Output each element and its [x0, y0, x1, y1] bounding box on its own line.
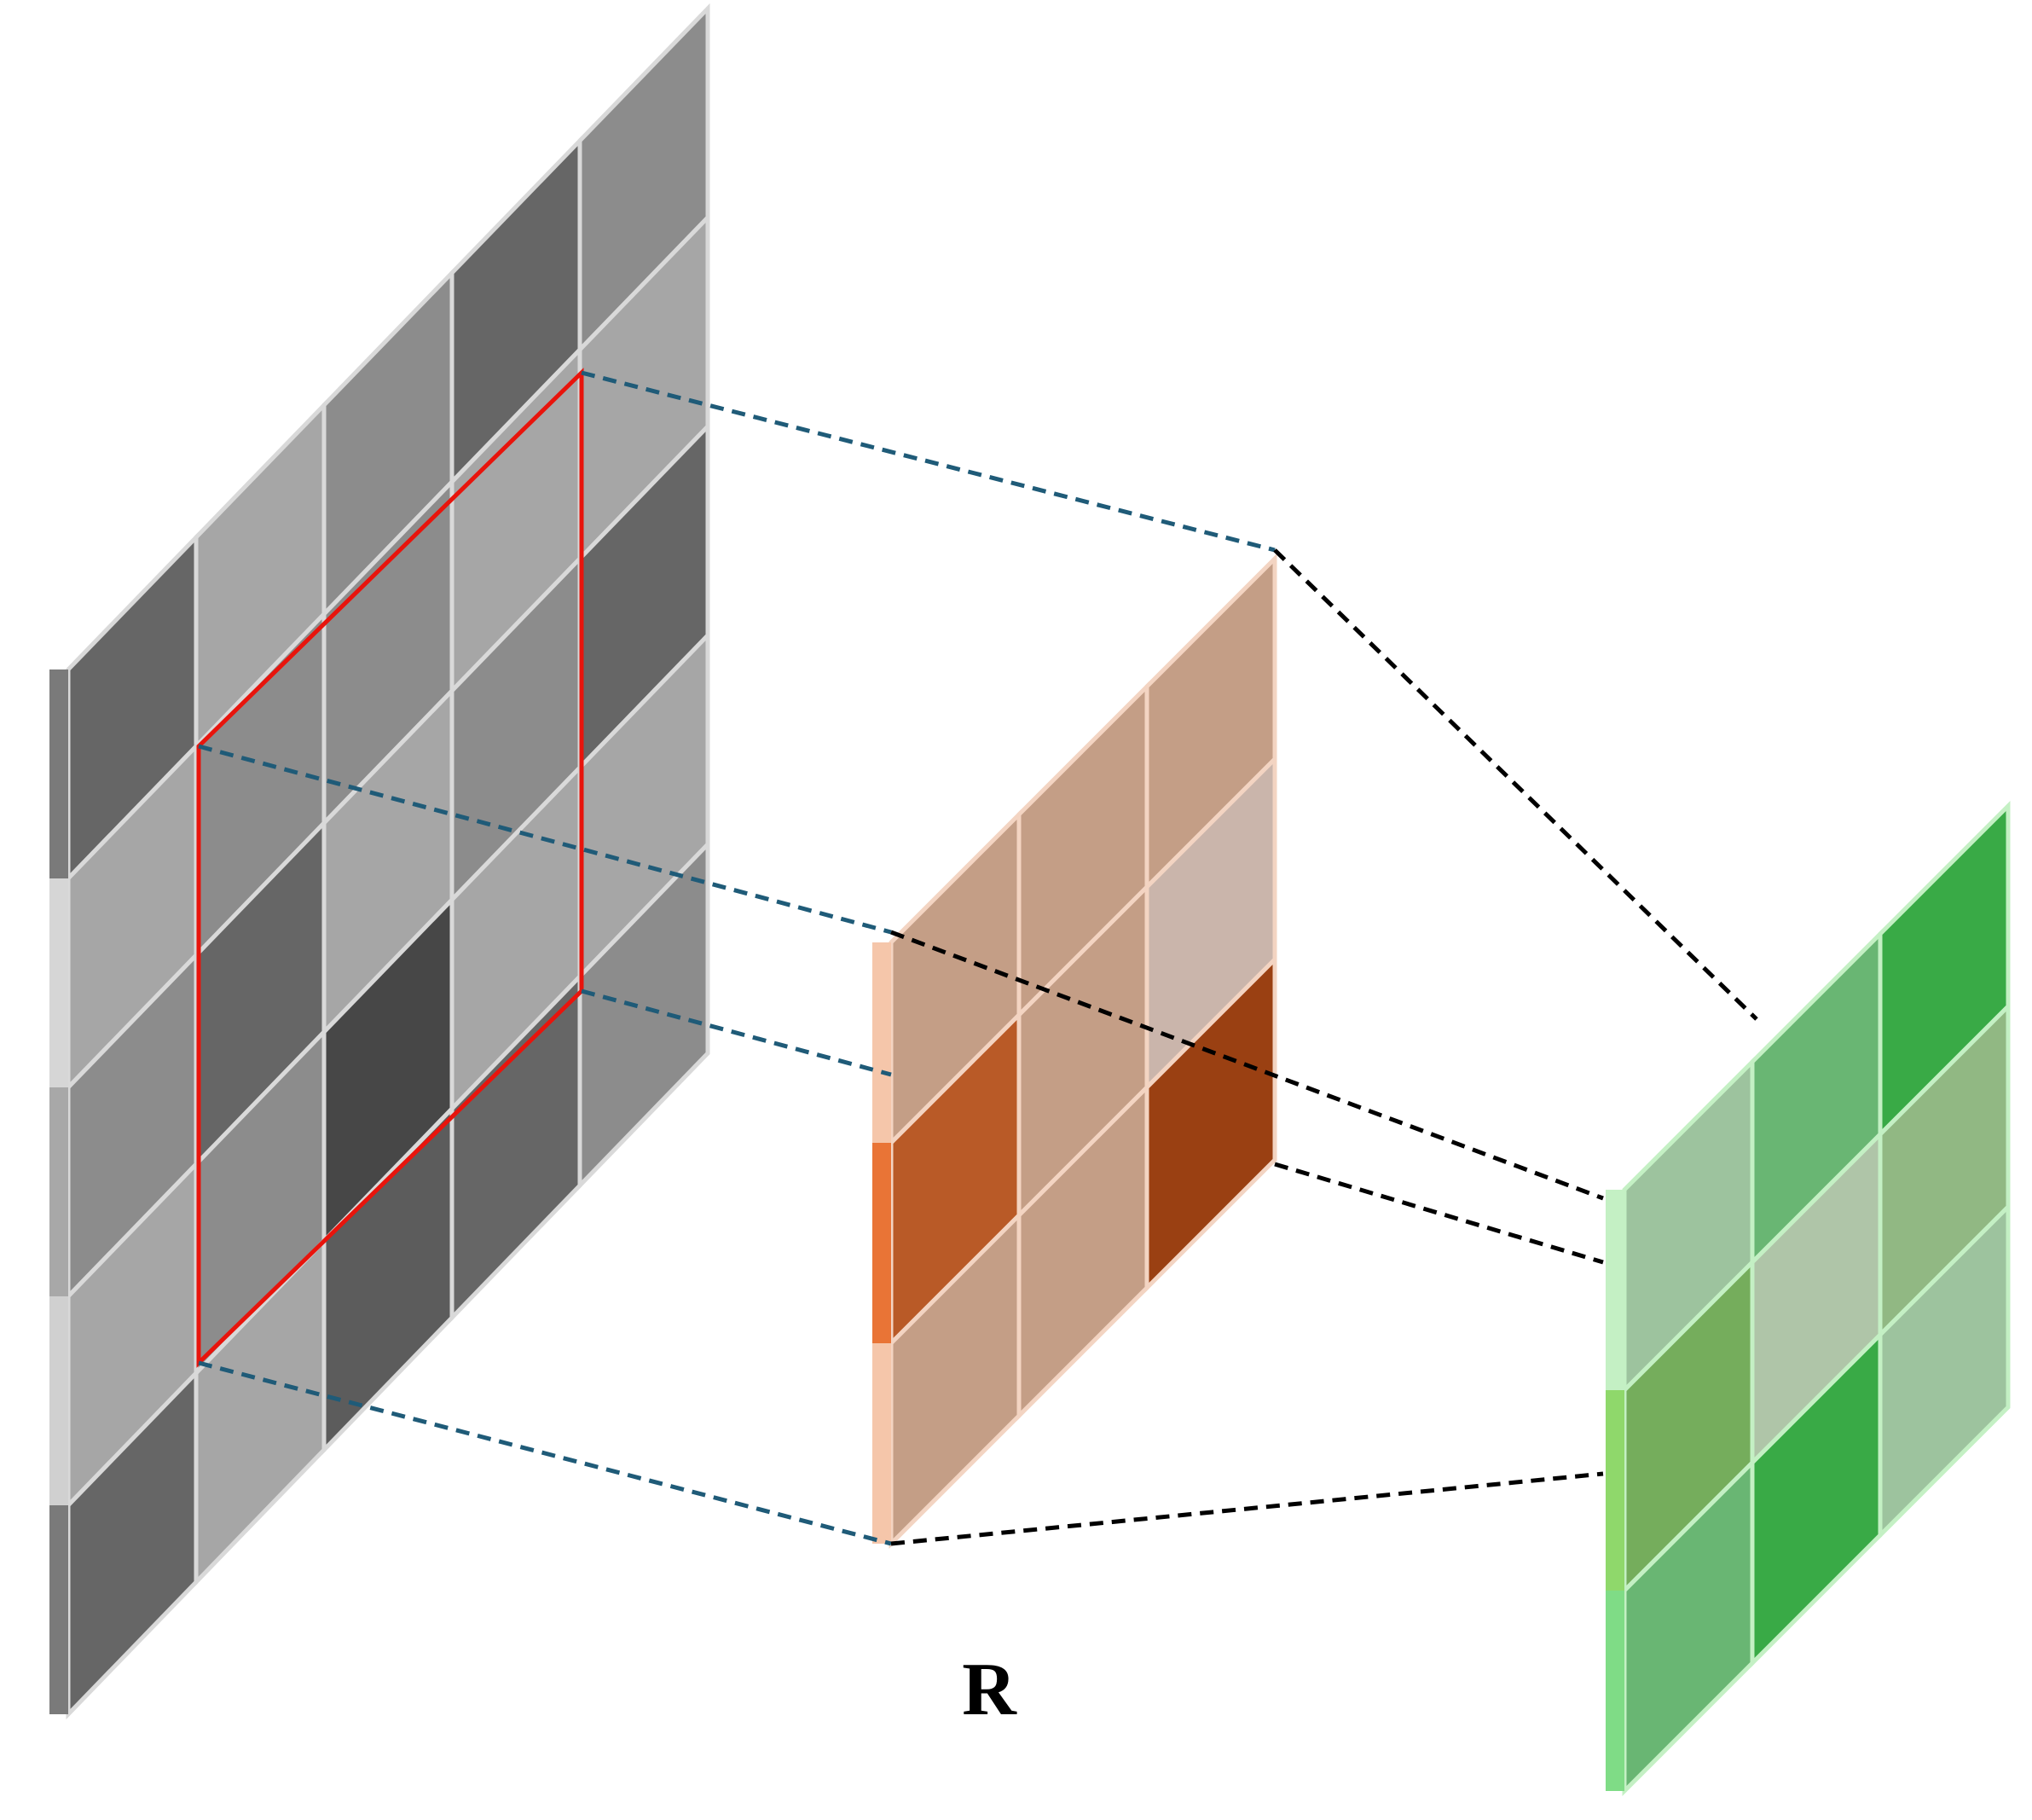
kernel-label: R	[962, 1649, 1017, 1731]
output-line-bottom	[891, 1474, 1603, 1544]
input-edge-r0	[49, 669, 68, 878]
kernel-edge-r0	[872, 942, 891, 1143]
output-edge-r1	[1606, 1390, 1624, 1591]
input-edge-r2	[49, 1087, 68, 1296]
input-edge-r4	[49, 1505, 68, 1714]
input-edge-r1	[49, 878, 68, 1087]
output-edge-r0	[1606, 1190, 1624, 1390]
output-edge-r2	[1606, 1591, 1624, 1791]
output-line-top	[1275, 550, 1757, 1019]
kernel-edge-r1	[872, 1143, 891, 1343]
input-feature-map	[49, 9, 708, 1714]
output-line-right	[1275, 1164, 1603, 1262]
input-edge-r3	[49, 1296, 68, 1505]
kernel-edge-r2	[872, 1343, 891, 1544]
output-feature-map	[1606, 806, 2008, 1791]
